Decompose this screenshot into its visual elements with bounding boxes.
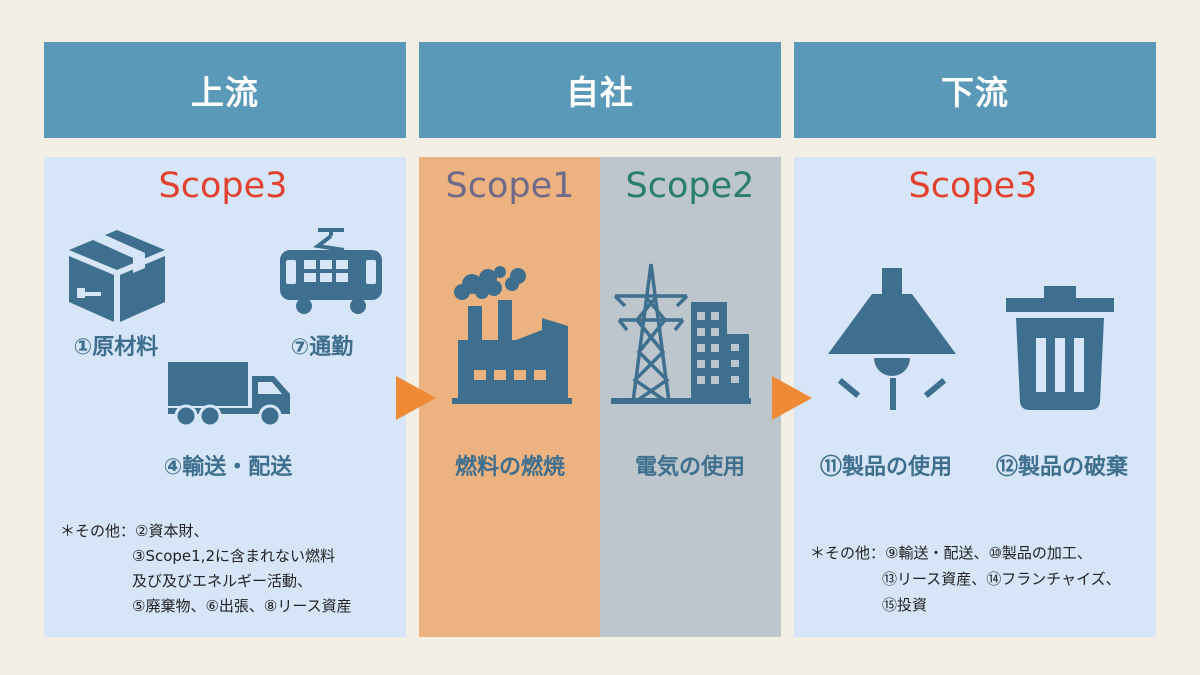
header-own-company-label: 自社 (566, 73, 634, 112)
panel-scope2 (600, 157, 781, 637)
header-downstream-label: 下流 (941, 73, 1009, 112)
ceiling-lamp-icon (828, 268, 956, 410)
arrow-own-to-downstream-icon (772, 376, 812, 420)
cardboard-box-icon (69, 230, 165, 322)
arrow-upstream-to-own-icon (396, 376, 436, 420)
header-upstream-label: 上流 (191, 73, 259, 112)
scope1-title: Scope1 (445, 166, 575, 206)
label-raw-materials: ①原材料 (73, 335, 159, 360)
upstream-note-line-2: ③Scope1,2に含まれない燃料 (132, 547, 335, 565)
label-transport: ④輸送・配送 (163, 455, 293, 480)
train-icon (280, 228, 382, 314)
upstream-note-line-4: ⑤廃棄物、⑥出張、⑧リース資産 (132, 597, 352, 615)
scope2-title: Scope2 (625, 166, 755, 206)
downstream-note-line-3: ⑮投資 (882, 596, 928, 614)
label-commute: ⑦通勤 (290, 335, 354, 360)
downstream-note-line-1: ＊その他：⑨輸送・配送、⑩製品の加工、 (810, 544, 1092, 562)
label-product-disposal: ⑫製品の破棄 (995, 455, 1129, 480)
scope3-downstream-title: Scope3 (908, 166, 1038, 206)
upstream-note-line-3: 及び及びエネルギー活動、 (132, 572, 313, 590)
header-own-company: 自社 (419, 42, 781, 138)
label-fuel-combustion: 燃料の燃焼 (454, 455, 566, 480)
upstream-note-line-1: ＊その他：②資本財、 (60, 522, 209, 540)
header-downstream: 下流 (794, 42, 1156, 138)
power-tower-building-icon (611, 263, 751, 404)
label-product-use: ⑪製品の使用 (819, 455, 953, 480)
label-electricity-use: 電気の使用 (634, 455, 746, 480)
header-upstream: 上流 (44, 42, 406, 138)
truck-icon (168, 362, 290, 428)
factory-smoke-icon (452, 266, 572, 404)
scope3-upstream-title: Scope3 (158, 166, 288, 206)
trash-can-icon (1006, 286, 1114, 410)
downstream-note-line-2: ⑬リース資産、⑭フランチャイズ、 (882, 570, 1121, 588)
